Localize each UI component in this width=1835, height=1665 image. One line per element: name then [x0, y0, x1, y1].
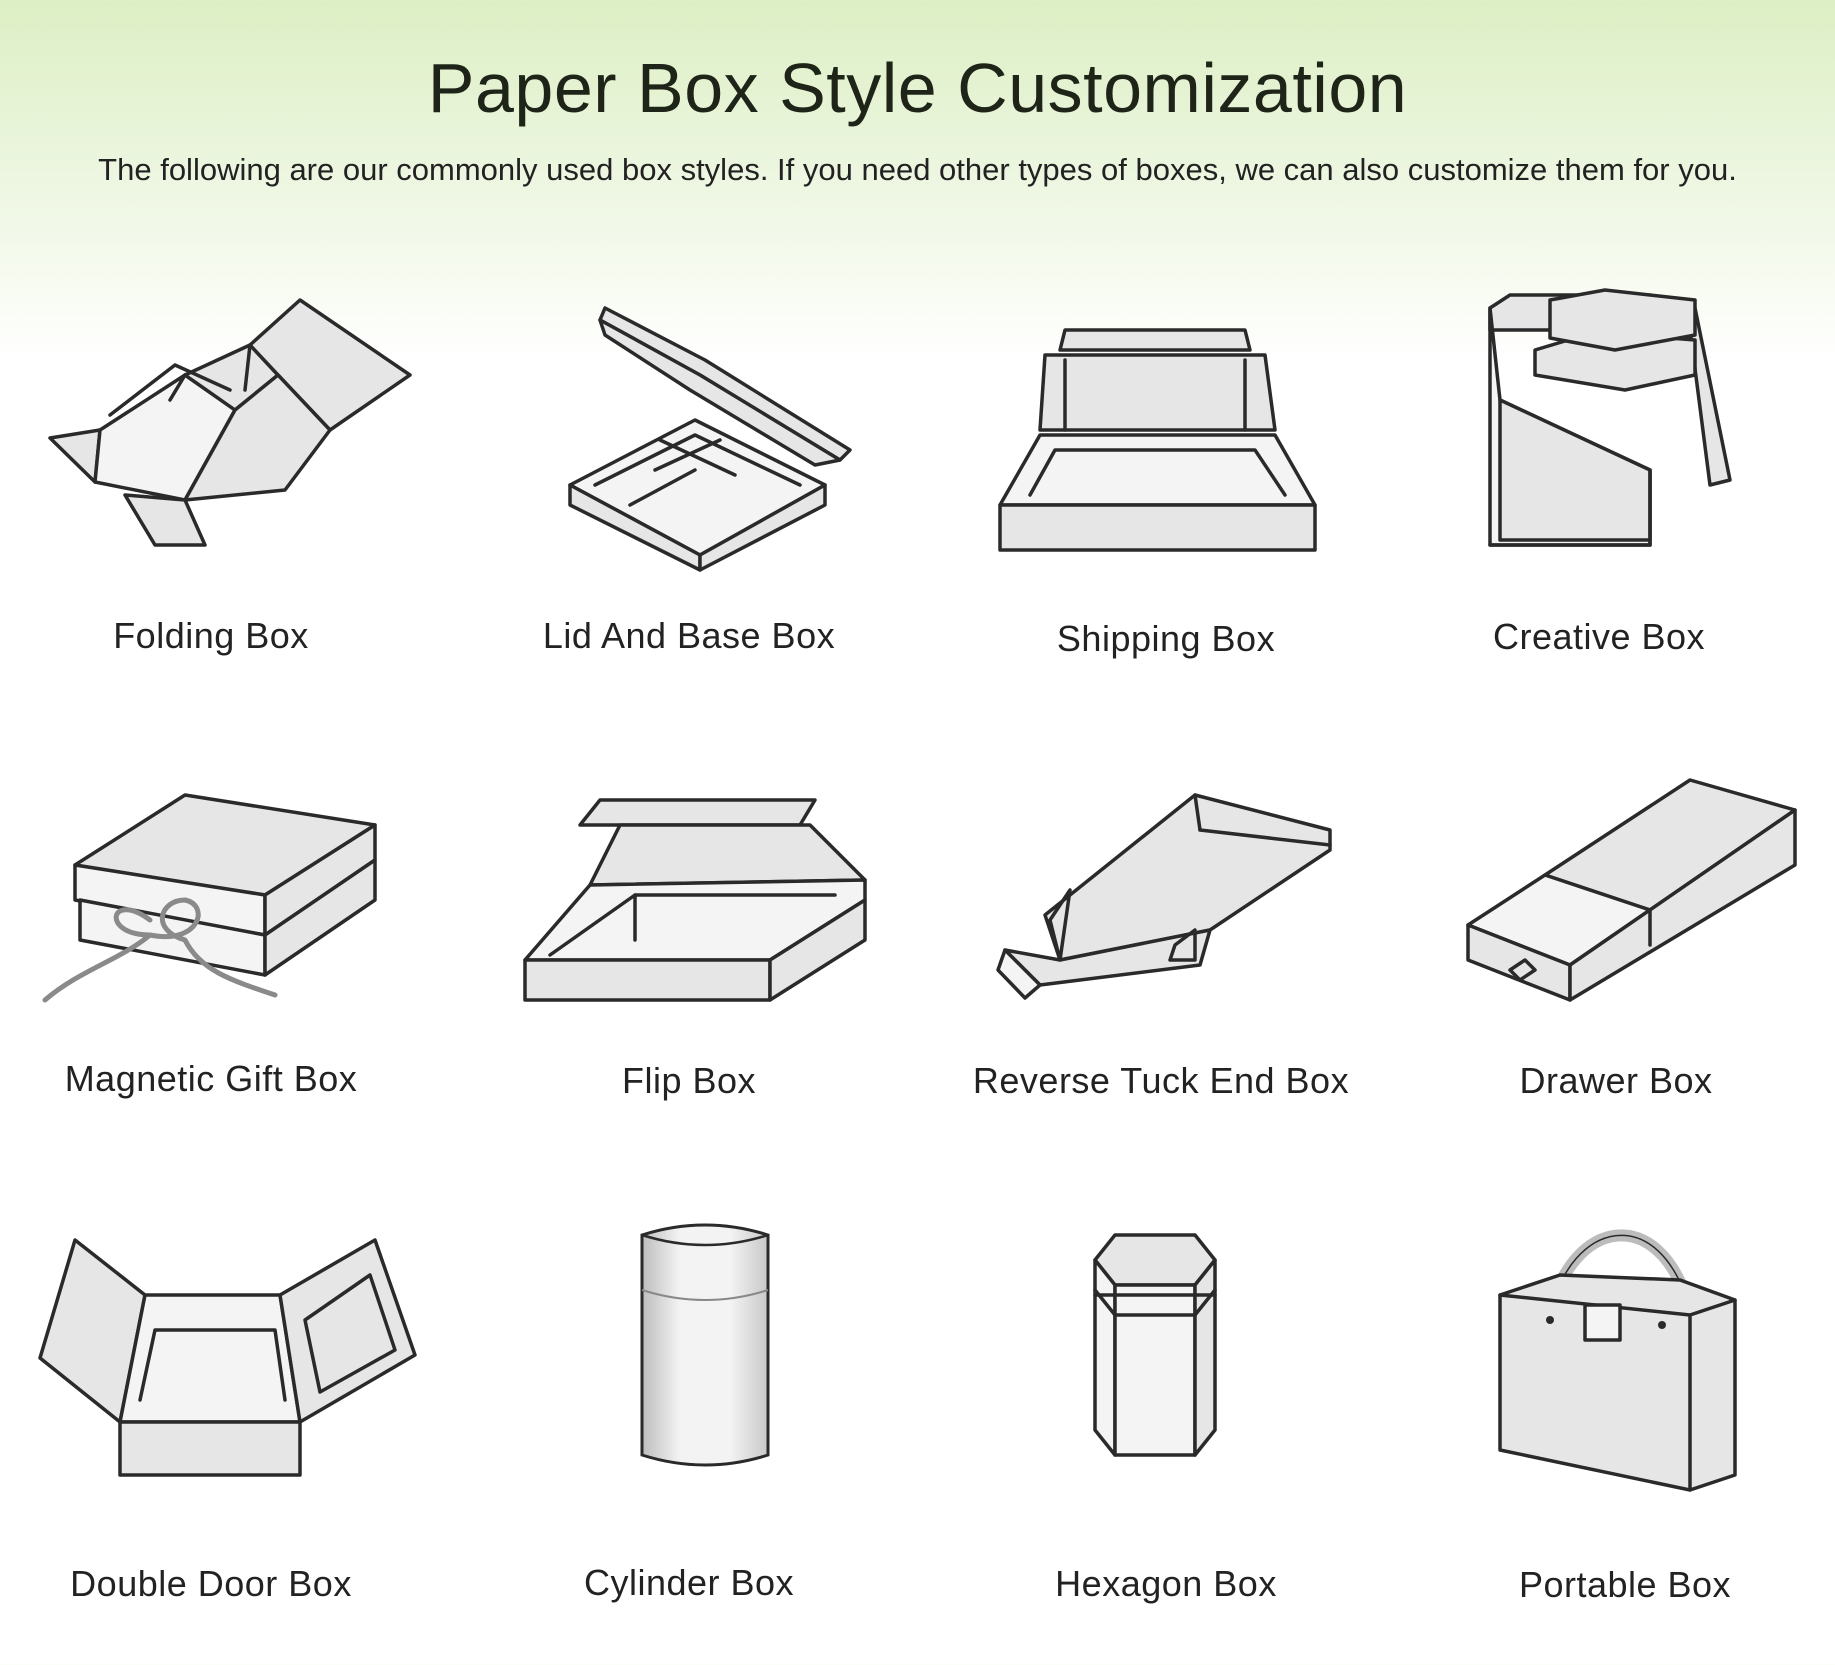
box-style-item: Folding Box — [0, 290, 458, 670]
box-style-label: Portable Box — [1518, 1564, 1732, 1605]
box-style-item: Cylinder Box — [470, 1200, 928, 1603]
magnetic-gift-box-icon — [42, 793, 377, 1003]
double-door-box-icon — [38, 1238, 417, 1477]
box-style-label: Cylinder Box — [583, 1562, 795, 1603]
box-style-item: Reverse Tuck End Box — [940, 770, 1398, 1150]
box-style-item: Creative Box — [1390, 288, 1835, 670]
box-style-label: Lid And Base Box — [542, 615, 836, 656]
box-style-label: Folding Box — [113, 615, 309, 656]
box-style-label: Drawer Box — [1519, 1060, 1713, 1101]
box-style-label: Reverse Tuck End Box — [972, 1060, 1350, 1101]
reverse-tuck-end-box-icon — [996, 793, 1332, 1000]
box-style-label: Shipping Box — [1056, 618, 1276, 659]
page-subtitle: The following are our commonly used box … — [98, 152, 1737, 187]
page-title: Paper Box Style Customization — [427, 49, 1408, 127]
shipping-box-icon — [998, 328, 1317, 552]
box-style-item: Magnetic Gift Box — [0, 770, 458, 1150]
folding-box-icon — [48, 298, 412, 547]
box-style-label: Hexagon Box — [1055, 1563, 1277, 1604]
drawer-box-icon — [1466, 778, 1797, 1002]
box-style-item: Lid And Base Box — [470, 290, 928, 670]
cylinder-box-icon — [640, 1223, 770, 1467]
box-style-item: Drawer Box — [1390, 770, 1835, 1150]
box-style-item: Double Door Box — [0, 1200, 458, 1604]
creative-box-icon — [1488, 288, 1732, 547]
portable-box-icon — [1498, 1229, 1737, 1492]
box-style-label: Flip Box — [621, 1060, 757, 1101]
box-style-item: Hexagon Box — [940, 1200, 1398, 1604]
lid-and-base-box-icon — [568, 306, 852, 572]
flip-box-icon — [523, 798, 867, 1002]
box-style-item: Portable Box — [1390, 1200, 1835, 1605]
box-style-item: Shipping Box — [940, 290, 1398, 670]
hexagon-box-icon — [1093, 1233, 1217, 1457]
box-style-label: Magnetic Gift Box — [64, 1058, 358, 1099]
box-style-item: Flip Box — [470, 770, 928, 1150]
box-style-label: Creative Box — [1492, 616, 1706, 657]
box-style-label: Double Door Box — [70, 1563, 352, 1604]
